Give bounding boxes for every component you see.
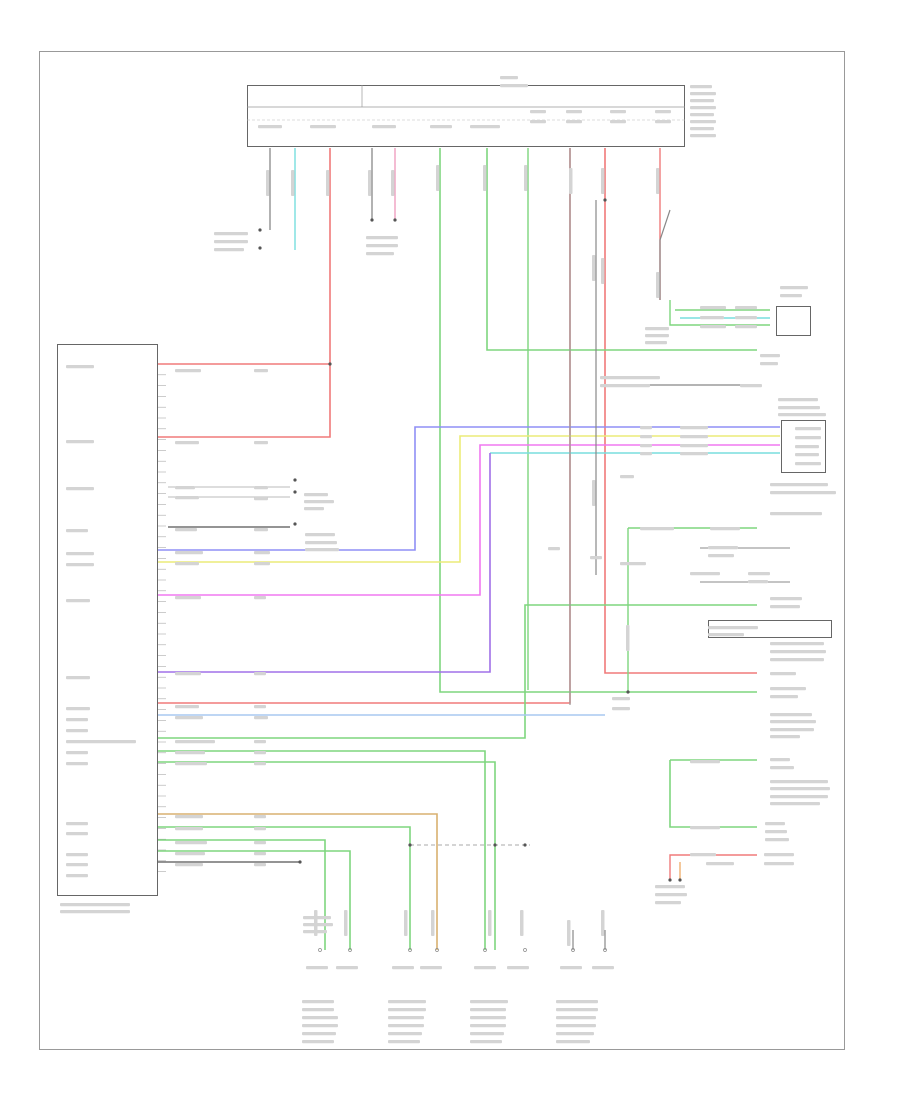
- bottom-connector-pins: [318, 948, 607, 952]
- diagram-frame: [39, 51, 845, 1050]
- splice-points: [258, 198, 682, 882]
- green-wire-12: [669, 760, 757, 828]
- red-wire-3: [158, 148, 571, 704]
- pin-ticks: [158, 363, 166, 872]
- red-wire-4: [604, 148, 757, 674]
- module-top-connector: [247, 85, 685, 147]
- green-wire-4: [158, 604, 757, 739]
- gray-wire-10: [659, 209, 671, 300]
- red-wire-6: [669, 854, 757, 880]
- green-wire-7: [158, 826, 411, 950]
- red-wire-2: [158, 364, 331, 438]
- green-wire-14: [669, 300, 770, 326]
- orange-wire: [158, 813, 438, 950]
- magenta-wire: [158, 444, 780, 596]
- green-wire-2: [486, 148, 757, 351]
- purple-wire: [158, 453, 491, 673]
- green-wire-5: [158, 750, 486, 950]
- green-wire-6: [158, 761, 496, 950]
- red-wire-1: [158, 148, 331, 365]
- sensor-box-right-middle: [781, 420, 826, 473]
- green-wire-1: [439, 148, 757, 693]
- sensor-box-right-upper: [776, 306, 811, 336]
- blue-wire: [158, 426, 780, 551]
- module-left-connector: [57, 344, 158, 896]
- green-wire-8: [158, 839, 326, 950]
- green-wire-9: [158, 850, 351, 950]
- yellow-wire: [158, 435, 780, 563]
